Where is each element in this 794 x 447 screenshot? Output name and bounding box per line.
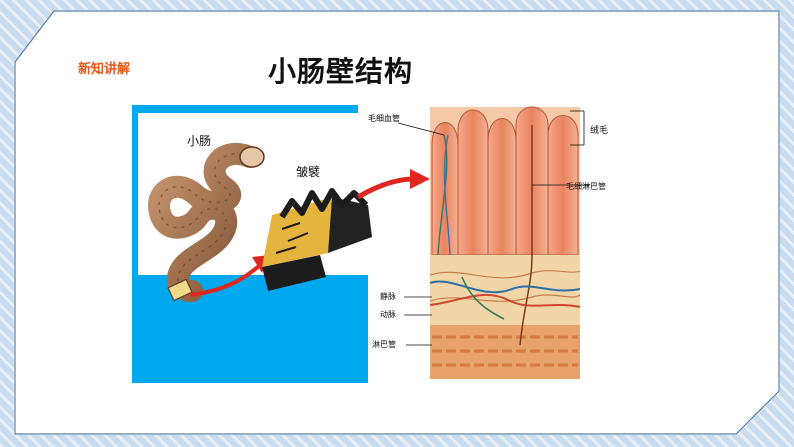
label-artery: 动脉 <box>380 309 396 319</box>
villus-cross-section <box>429 106 581 379</box>
label-small-intestine: 小肠 <box>187 134 211 148</box>
page-title: 小肠壁结构 <box>268 55 414 88</box>
label-lymph-vessel: 淋巴管 <box>372 339 396 349</box>
section-tag: 新知讲解 <box>78 62 131 77</box>
fold-illustration <box>262 188 372 291</box>
arrow-to-fold <box>189 263 262 297</box>
label-villus: 绒毛 <box>590 124 608 136</box>
label-vein: 静脉 <box>380 291 396 301</box>
small-intestine-illustration <box>148 143 265 302</box>
label-capillary: 毛细血管 <box>368 113 400 123</box>
label-lacteal: 毛细淋巴管 <box>566 181 606 191</box>
intestine-wall-figure: 小肠 皱襞 <box>132 105 617 383</box>
label-fold: 皱襞 <box>296 164 320 179</box>
